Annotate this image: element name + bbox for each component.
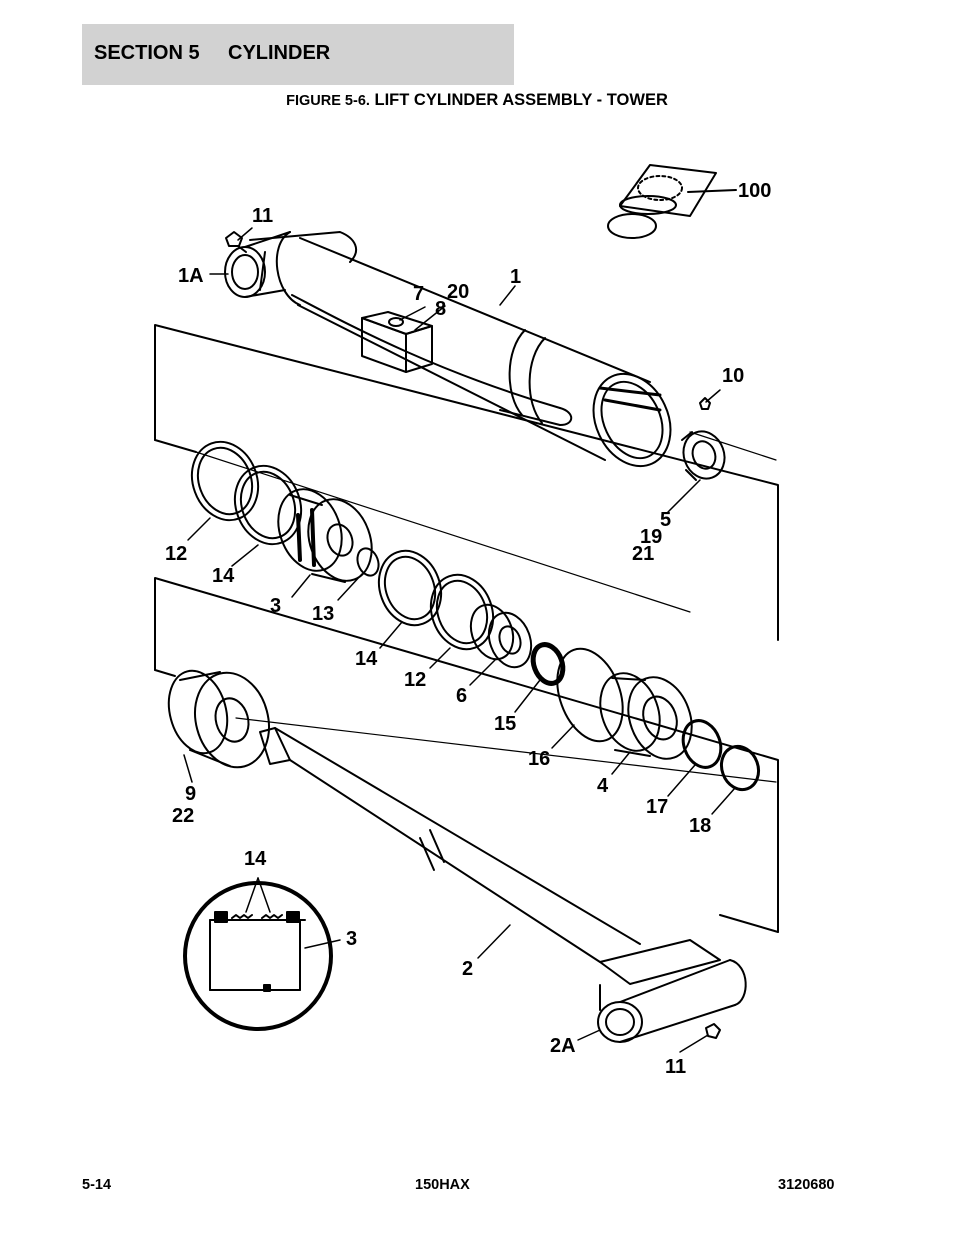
callout-14-a: 14 xyxy=(212,565,235,587)
lock-ring-13 xyxy=(356,547,380,577)
backup-ring-12-b xyxy=(429,573,495,651)
callout-1a: 1A xyxy=(178,265,204,287)
leader-lines xyxy=(183,227,736,1053)
lower-centerline xyxy=(235,717,777,783)
o-ring-16 xyxy=(556,647,624,743)
callout-17: 17 xyxy=(646,796,668,818)
cylinder-nut xyxy=(681,397,726,481)
tapered-nut-9 xyxy=(167,669,270,769)
upper-centerline xyxy=(195,451,691,613)
grease-fitting-bottom xyxy=(705,1023,721,1039)
callout-16: 16 xyxy=(528,748,550,770)
figure-caption: LIFT CYLINDER ASSEMBLY - TOWER xyxy=(374,91,668,109)
callout-22: 22 xyxy=(172,805,194,827)
wiper-18 xyxy=(719,744,761,792)
section-title: CYLINDER xyxy=(228,42,331,64)
section-number: SECTION 5 xyxy=(94,42,200,64)
callout-15: 15 xyxy=(494,713,516,735)
callout-5: 5 xyxy=(660,509,671,531)
piston-3 xyxy=(277,488,373,583)
barrel-base-end xyxy=(224,231,291,298)
seal-kit-100 xyxy=(607,164,737,239)
cylinder-head-4 xyxy=(599,672,693,760)
upper-exploded-plane xyxy=(154,324,779,641)
callout-100: 100 xyxy=(738,180,771,202)
callout-12-b: 12 xyxy=(404,669,426,691)
backup-ring-12-a xyxy=(190,440,260,522)
seal-17 xyxy=(681,719,723,769)
cylinder-barrel xyxy=(249,231,672,468)
callout-10: 10 xyxy=(722,365,744,387)
wiper-15 xyxy=(530,642,566,686)
footer-model: 150HAX xyxy=(415,1177,470,1193)
figure-number: FIGURE 5-6. xyxy=(286,93,370,109)
callout-18: 18 xyxy=(689,815,711,837)
callout-19: 19 xyxy=(640,526,662,548)
barrel-centerline xyxy=(689,431,777,461)
callout-3-a: 3 xyxy=(270,595,281,617)
grease-fitting-top xyxy=(225,231,247,253)
callout-20: 20 xyxy=(447,281,469,303)
callout-2a: 2A xyxy=(550,1035,576,1057)
callout-12-a: 12 xyxy=(165,543,187,565)
callout-14-b: 14 xyxy=(355,648,378,670)
callout-11-top: 11 xyxy=(252,205,273,227)
seal-detail-view xyxy=(183,881,333,1031)
callout-6: 6 xyxy=(456,685,467,707)
callout-8: 8 xyxy=(435,298,446,320)
callout-13: 13 xyxy=(312,603,334,625)
footer-page-number: 5-14 xyxy=(82,1177,112,1193)
figure-title: FIGURE 5-6. LIFT CYLINDER ASSEMBLY - TOW… xyxy=(0,91,954,110)
section-header: SECTION 5 CYLINDER xyxy=(82,24,514,85)
callout-21: 21 xyxy=(632,543,654,565)
rod-end-eye xyxy=(597,939,747,1043)
seal-14-b xyxy=(377,549,443,627)
lower-exploded-plane xyxy=(154,577,779,933)
callout-1: 1 xyxy=(510,266,521,288)
callout-11-bottom: 11 xyxy=(665,1056,686,1078)
callout-7: 7 xyxy=(413,283,424,305)
callout-14-detail: 14 xyxy=(244,848,267,870)
callout-2: 2 xyxy=(462,958,473,980)
valve-block xyxy=(361,311,433,373)
spacer-6 xyxy=(469,603,533,669)
callout-3-detail: 3 xyxy=(346,928,357,950)
footer-doc-number: 3120680 xyxy=(778,1177,835,1193)
callout-4: 4 xyxy=(597,775,609,797)
callout-9: 9 xyxy=(185,783,196,805)
cylinder-rod xyxy=(259,727,641,963)
